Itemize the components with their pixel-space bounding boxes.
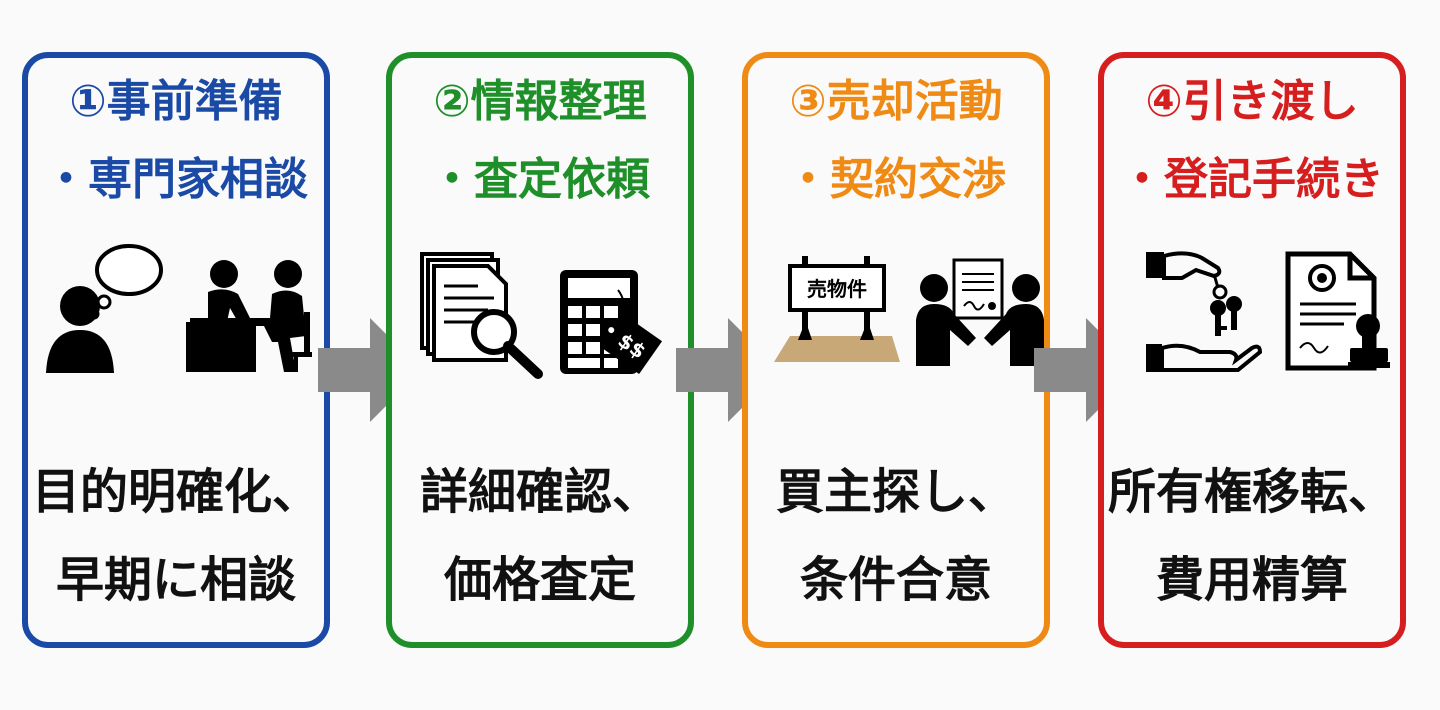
step-1-title: ①事前準備 [69,76,283,127]
step-4-title: ④引き渡し [1145,76,1359,127]
calculator-price-tag-icon: $$ [560,270,663,375]
step-4-card: ④引き渡し ・登記手続き 所有権移転、 費用精算 [1098,52,1406,648]
consultation-desk-icon [186,260,312,372]
step-3-title: ③売却活動 [789,76,1003,127]
step-1-subtitle: ・専門家相談 [44,154,308,205]
step-1-card: ①事前準備 ・専門家相談 目的明確化、 早期に相談 [22,52,330,648]
step-2-desc-line1: 詳細確認、 [419,464,660,520]
step-4-desc-line2: 費用精算 [1155,552,1348,608]
step-1-desc-line2: 早期に相談 [55,552,296,608]
step-3-desc-line1: 買主探し、 [775,464,1016,520]
documents-magnifier-icon [420,252,543,379]
step-3-subtitle: ・契約交渉 [786,154,1006,205]
stamped-document-icon [1285,251,1390,371]
for-sale-sign-icon: 売物件 [774,256,900,362]
step-3-card: ③売却活動 ・契約交渉 売物件 買主探し、 条件合意 [742,52,1050,648]
step-2-card: ②情報整理 ・査定依頼 $$ 詳細確認、 価格査定 [386,52,694,648]
key-handover-icon [1146,251,1263,372]
step-2-subtitle: ・査定依頼 [430,154,650,205]
step-2-desc-line2: 価格査定 [443,552,636,608]
step-3-desc-line2: 条件合意 [799,552,992,608]
step-2-title: ②情報整理 [433,76,647,127]
handshake-contract-icon [916,258,1044,366]
step-4-desc-line1: 所有権移転、 [1107,464,1396,520]
thinking-person-icon [46,244,163,373]
step-4-subtitle: ・登記手続き [1120,154,1384,205]
for-sale-sign-label: 売物件 [807,277,867,301]
step-1-desc-line1: 目的明確化、 [31,464,320,520]
